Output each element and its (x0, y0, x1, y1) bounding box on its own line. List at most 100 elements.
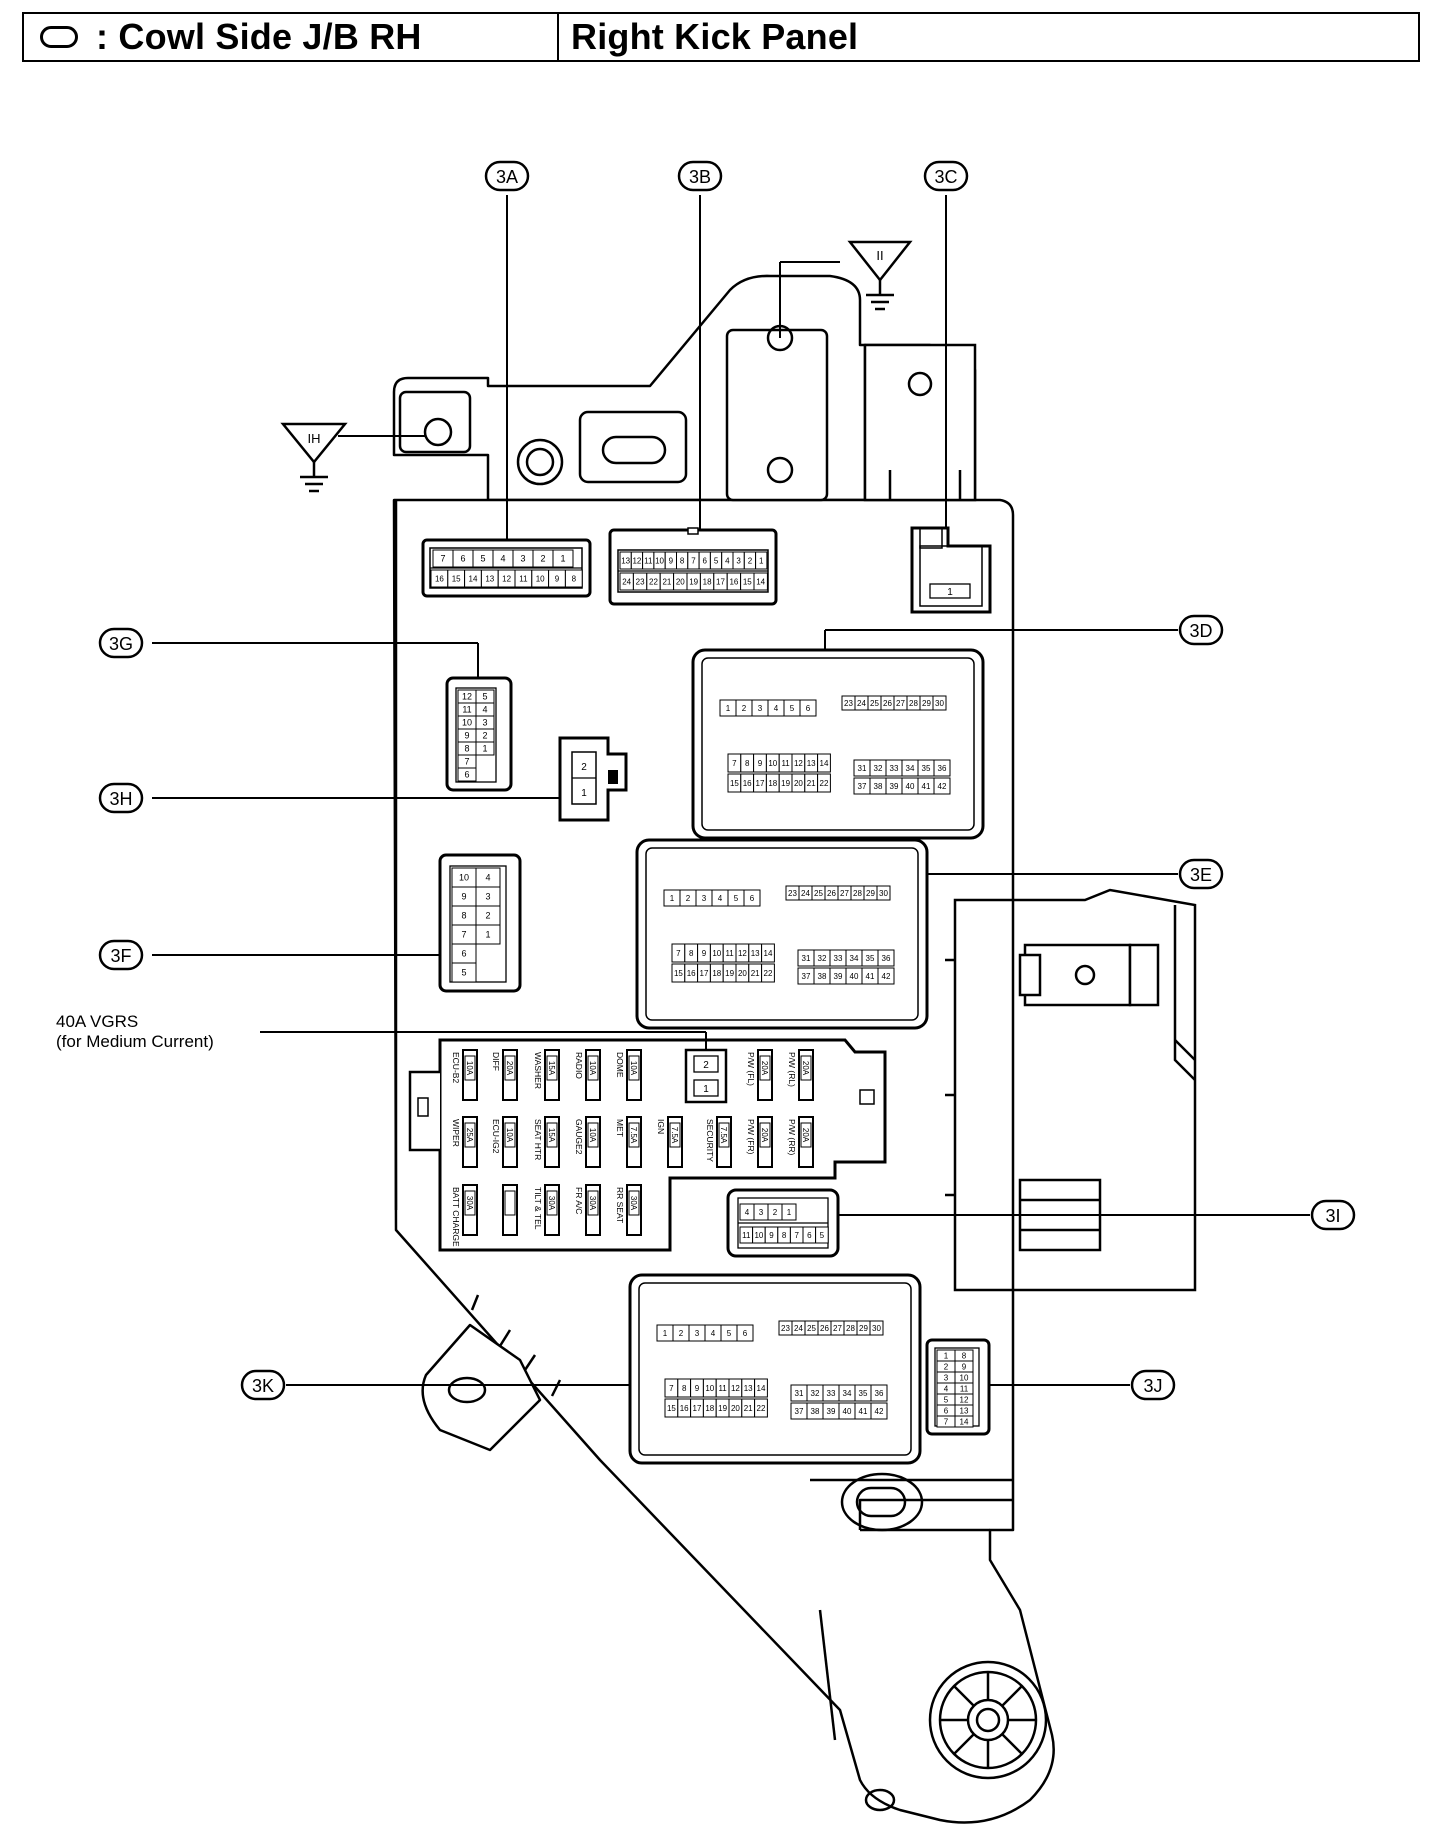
fuse-slot (462, 1184, 478, 1236)
pin-label-cell (869, 1320, 884, 1336)
pin-label: 1 (726, 704, 731, 713)
pin-label: 30 (879, 889, 888, 898)
pin-label: 27 (896, 699, 905, 708)
pin-label: 18 (703, 577, 712, 586)
pin-label-cell (564, 569, 583, 588)
callout-3d: 3D (1178, 614, 1224, 646)
fuse-name: DOME (615, 1052, 625, 1078)
callout-3c-label: 3C (934, 167, 957, 187)
fuse-rating-box (718, 1122, 730, 1148)
pin-label: 22 (649, 577, 658, 586)
pin-label-cell (475, 924, 501, 945)
pin-label: 4 (944, 1384, 949, 1393)
fuse-rating-box (800, 1055, 812, 1081)
callout-3f-label: 3F (110, 946, 131, 966)
pin-label: 6 (464, 770, 469, 780)
vgrs-pin: 1 (703, 1084, 709, 1095)
pin-label: 13 (744, 1384, 753, 1393)
fuse-rating: 30A (465, 1196, 474, 1211)
pin-label-cell (761, 963, 775, 983)
pin-label: 17 (693, 1404, 702, 1413)
callout-3c: 3C (923, 160, 969, 192)
pin-label: 7 (944, 1417, 949, 1426)
pin-label: 11 (742, 1231, 751, 1240)
pin-label: 7 (440, 554, 445, 564)
fuse-name: TILT & TEL (533, 1187, 543, 1230)
pin-label-cell (457, 767, 477, 782)
fuse-slot (626, 1184, 642, 1236)
pin-label: 37 (802, 972, 811, 981)
pin-label-cell (932, 695, 947, 711)
callout-3j: 3J (1130, 1369, 1176, 1401)
oval-connector-icon (40, 26, 78, 48)
fuse-rating: 15A (547, 1128, 556, 1143)
pin-label: 42 (875, 1407, 884, 1416)
pin-label: 11 (725, 949, 734, 958)
pin-label: 4 (485, 873, 490, 883)
pin-label-cell (815, 1226, 829, 1244)
fuse-rating-box (628, 1122, 640, 1148)
pin-label: 32 (818, 954, 827, 963)
pin-label: 17 (716, 577, 725, 586)
pin-label-cell (753, 572, 768, 591)
pin-label: 34 (850, 954, 859, 963)
pin-label-cell (876, 885, 891, 901)
pin-label: 4 (725, 556, 730, 565)
pin-label: 15 (743, 577, 752, 586)
pin-label: 4 (711, 1329, 716, 1338)
pin-label: 6 (703, 556, 708, 565)
fuse-rating-box (464, 1190, 476, 1216)
pin-label: 1 (759, 556, 764, 565)
pin-label: 15 (452, 574, 461, 583)
pin-label: 9 (702, 949, 707, 958)
pin-label: 4 (774, 704, 779, 713)
pin-label: 7 (794, 1231, 799, 1240)
callout-3f: 3F (98, 939, 144, 971)
pin-label: 33 (890, 764, 899, 773)
pin-label: 31 (795, 1389, 804, 1398)
fuse-slot (502, 1116, 518, 1168)
ground-ii-icon: II (847, 240, 913, 311)
fuse-rating: 7.5A (629, 1127, 638, 1144)
pin-label: 2 (679, 1329, 684, 1338)
fuse-rating-box (504, 1190, 516, 1216)
pin-label: 23 (844, 699, 853, 708)
fuse-rating: 10A (629, 1061, 638, 1076)
pin-label: 18 (768, 779, 777, 788)
pin-label: 12 (738, 949, 747, 958)
pin-label-cell (877, 967, 895, 985)
pin-label: 7 (461, 930, 466, 940)
fuse-rating: 7.5A (719, 1127, 728, 1144)
pin-label: 6 (461, 949, 466, 959)
location-cell: Right Kick Panel (559, 14, 1418, 60)
fuse-slot (757, 1049, 773, 1101)
callout-3g: 3G (98, 627, 144, 659)
pin-label: 4 (745, 1208, 750, 1217)
fuse-rating-box (628, 1055, 640, 1081)
pin-label: 31 (802, 954, 811, 963)
pin-label: 21 (662, 577, 671, 586)
pin-label: 6 (750, 894, 755, 903)
pin-label-cell (754, 1378, 768, 1398)
fuse-slot (585, 1116, 601, 1168)
callout-3b-label: 3B (689, 167, 711, 187)
pin-label-cell (736, 1324, 754, 1342)
side-connector-housing (945, 888, 1197, 1292)
pin-label: 36 (875, 1389, 884, 1398)
pin-label: 3 (944, 1373, 949, 1382)
callout-3h-label: 3H (109, 789, 132, 809)
pin-label: 2 (482, 731, 487, 741)
pin-label: 8 (464, 744, 469, 754)
pin-label: 1 (482, 744, 487, 754)
callout-3b: 3B (677, 160, 723, 192)
pin-label: 12 (462, 692, 472, 702)
pin-label: 20 (738, 969, 747, 978)
pin-label: 25 (814, 889, 823, 898)
pin-label: 13 (807, 759, 816, 768)
pin-label: 25 (807, 1324, 816, 1333)
pin-label: 12 (502, 574, 511, 583)
